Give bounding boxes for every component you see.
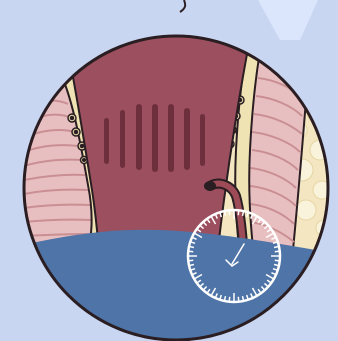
clock-tick	[274, 247, 278, 248]
clock-tick	[274, 265, 278, 266]
clock-tick	[225, 212, 226, 216]
clock-tick	[190, 265, 194, 266]
clock-tick	[225, 296, 226, 300]
clock-tick	[190, 247, 194, 248]
clock-tick	[243, 212, 244, 216]
fistula-opening	[204, 181, 216, 191]
clock-tick	[243, 296, 244, 300]
